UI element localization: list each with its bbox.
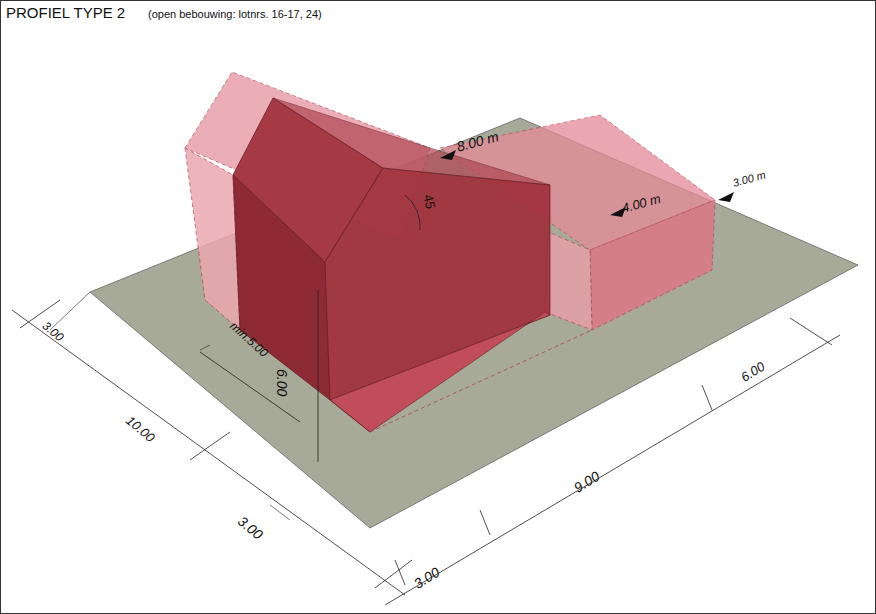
dimension-label: 3.00 <box>236 514 266 542</box>
dimension-label: 10.00 <box>124 414 157 445</box>
dimension-label: 3.00 <box>40 319 66 343</box>
subtitle: (open bebouwing: lotnrs. 16-17, 24) <box>148 9 322 20</box>
dimension-label: 9.00 <box>571 469 602 495</box>
title: PROFIEL TYPE 2 <box>6 5 125 20</box>
dimension-label: 6.00 <box>275 369 289 396</box>
dimension-label: 3.00 <box>411 565 442 591</box>
dimension-label: 45 <box>422 193 438 210</box>
dimension-label: 6.00 <box>739 360 767 384</box>
dimension-label: 3.00 m <box>732 169 767 188</box>
